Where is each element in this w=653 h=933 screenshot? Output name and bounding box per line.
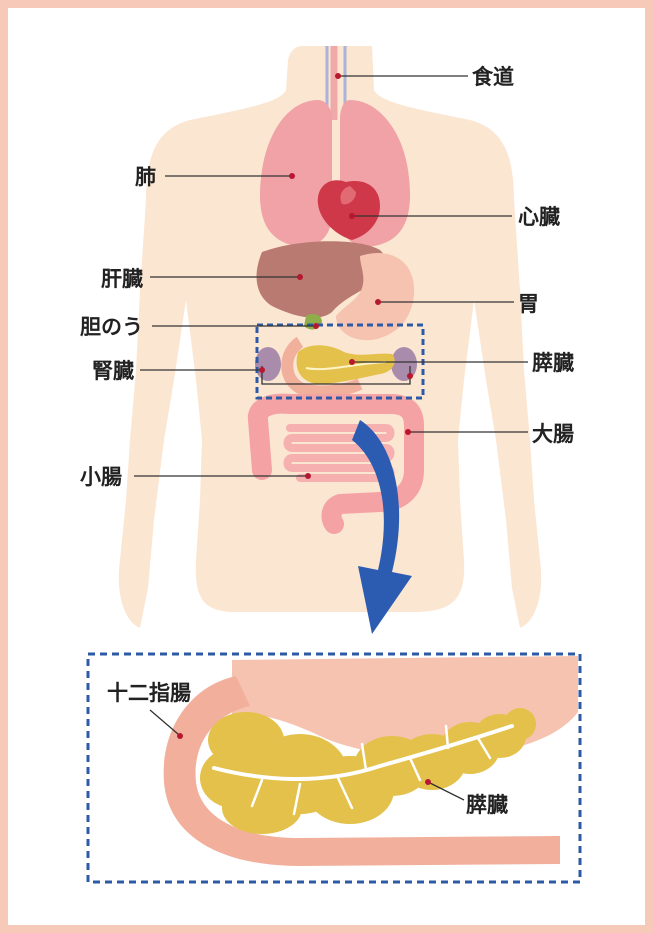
label-liver: 肝臓: [101, 267, 143, 291]
label-gallbladder: 胆のう: [80, 315, 143, 339]
label-stomach: 胃: [518, 292, 539, 316]
right-kidney: [391, 347, 417, 381]
label-small-intestine: 小腸: [80, 465, 122, 489]
label-lung: 肺: [135, 165, 156, 189]
left-kidney: [255, 347, 281, 381]
dot-detail-pancreas: [425, 779, 431, 785]
label-large-intestine: 大腸: [532, 422, 574, 446]
anatomy-diagram: 食道 肺 心臓 肝臓 胃 胆のう 腎臓 膵臓 大腸 小腸: [8, 8, 645, 925]
detail-panel: 十二指腸 膵臓: [88, 654, 580, 882]
label-duodenum: 十二指腸: [107, 681, 191, 705]
label-pancreas: 膵臓: [532, 351, 574, 375]
label-kidney: 腎臓: [92, 359, 134, 383]
label-detail-pancreas: 膵臓: [466, 793, 508, 817]
label-esophagus: 食道: [472, 65, 514, 89]
page-frame: 食道 肺 心臓 肝臓 胃 胆のう 腎臓 膵臓 大腸 小腸: [8, 8, 645, 925]
label-heart: 心臓: [518, 205, 560, 229]
dot-duodenum: [177, 733, 183, 739]
